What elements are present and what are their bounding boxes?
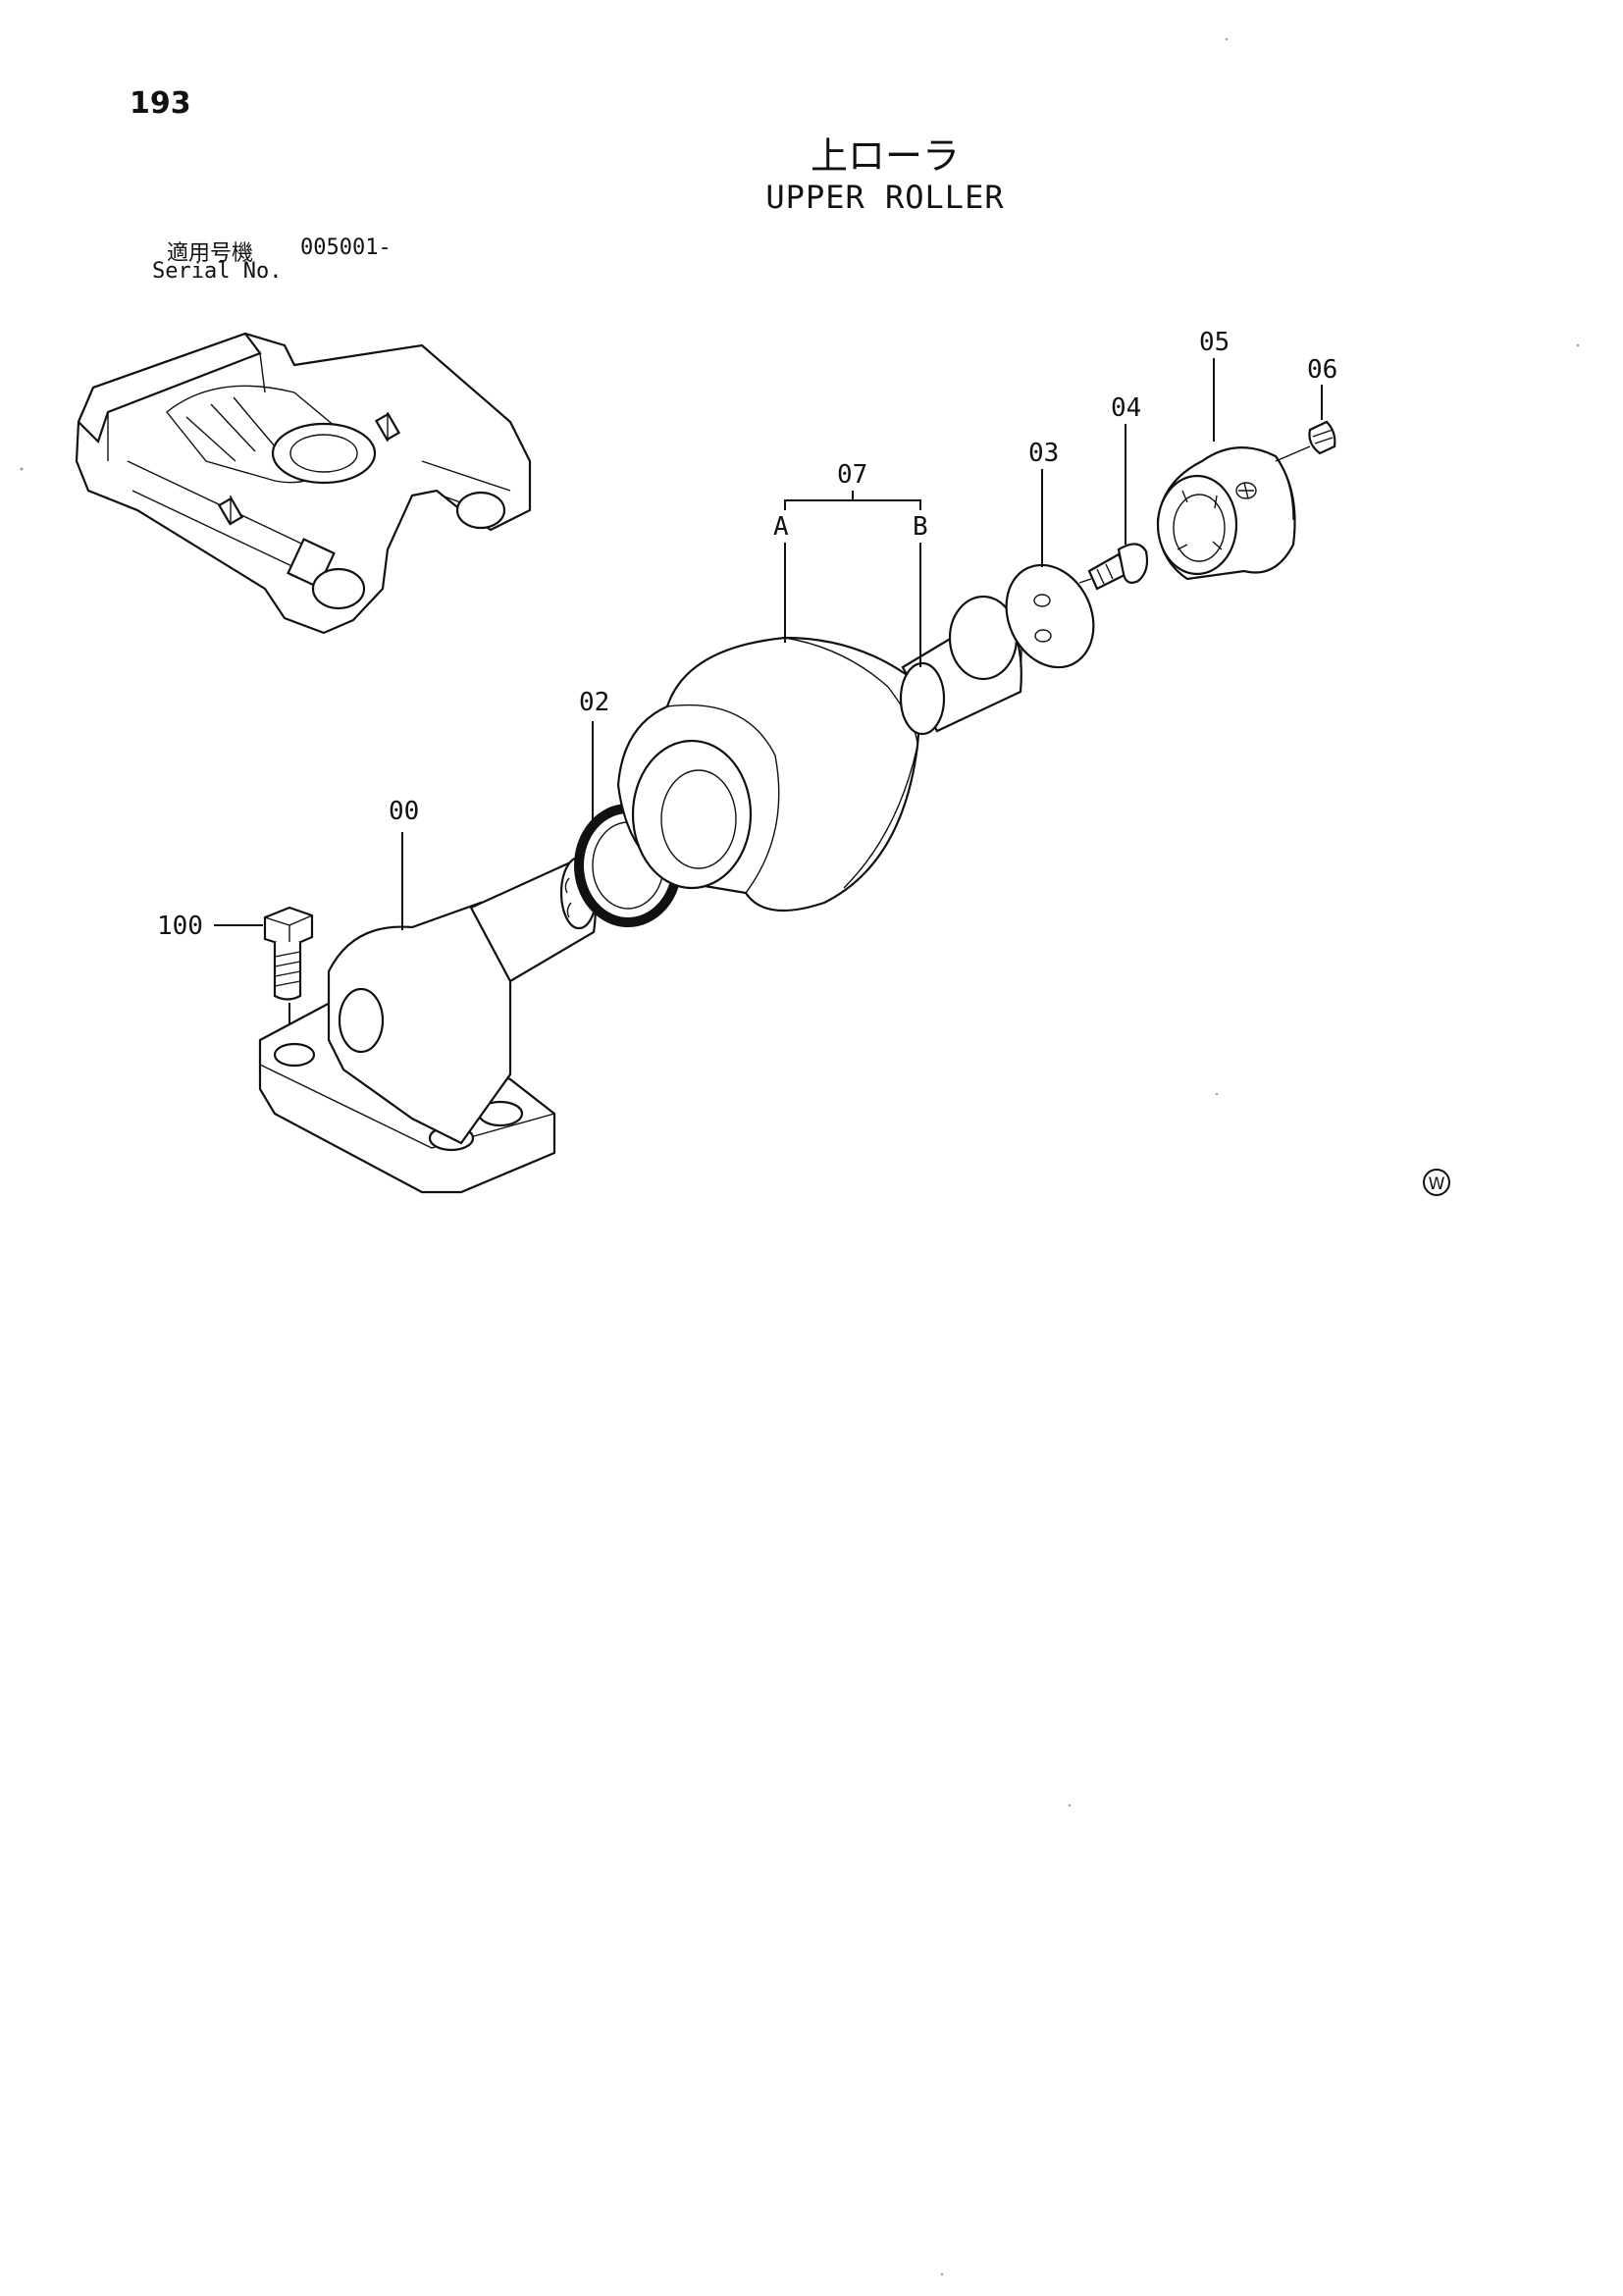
part-03-plate bbox=[1005, 563, 1095, 669]
scan-speckles bbox=[20, 37, 1580, 2276]
serial-label-japanese: 適用号機 bbox=[167, 241, 254, 266]
part-04-plug bbox=[1078, 543, 1149, 591]
callout-labels: 100 00 02 07 A B 03 04 05 06 bbox=[157, 328, 1337, 941]
part-07b-bushing bbox=[899, 595, 1022, 736]
callout-03: 03 bbox=[1028, 439, 1059, 468]
callout-100: 100 bbox=[157, 912, 203, 941]
leader-lines bbox=[214, 358, 1323, 930]
callout-06: 06 bbox=[1307, 355, 1337, 385]
callout-sub-b: B bbox=[913, 512, 928, 542]
callout-00: 00 bbox=[389, 797, 419, 826]
undercarriage-inset bbox=[75, 332, 532, 635]
watermark-circle-mark: W bbox=[1423, 1169, 1450, 1196]
part-06-plug bbox=[1275, 420, 1336, 462]
callout-sub-a: A bbox=[773, 512, 789, 542]
part-05-cover bbox=[1156, 446, 1296, 581]
callout-02: 02 bbox=[579, 688, 609, 717]
watermark-letter: W bbox=[1429, 1174, 1445, 1194]
part-100-bolt bbox=[263, 906, 314, 1040]
title-english: UPPER ROLLER bbox=[765, 179, 1005, 216]
serial-label-english: Serial No. bbox=[152, 259, 283, 284]
callout-07: 07 bbox=[837, 460, 867, 490]
part-00-bracket-shaft bbox=[258, 856, 599, 1194]
callout-05: 05 bbox=[1199, 328, 1230, 357]
serial-value: 005001- bbox=[300, 235, 392, 260]
title-japanese: 上ローラ bbox=[810, 134, 960, 178]
callout-04: 04 bbox=[1111, 393, 1141, 423]
page-number: 193 bbox=[130, 86, 191, 121]
part-07-roller bbox=[616, 636, 924, 913]
